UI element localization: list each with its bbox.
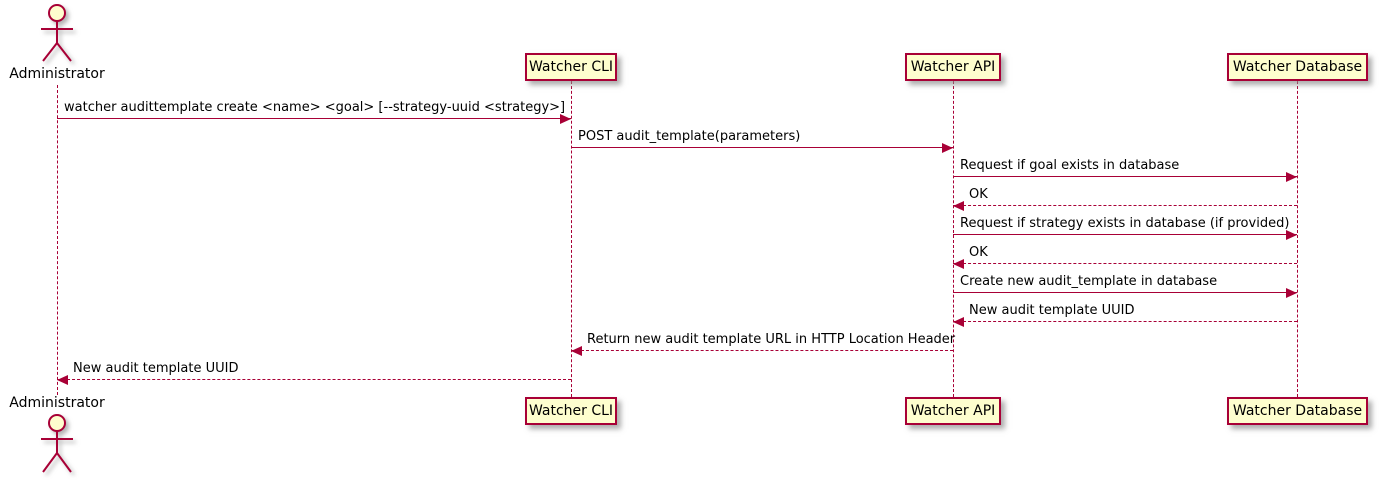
lifeline-watcher-cli — [571, 81, 572, 397]
message-line — [953, 263, 1297, 264]
participant-watcher-cli-top: Watcher CLI — [525, 53, 617, 81]
actor-label-top: Administrator — [9, 66, 105, 82]
arrowhead-icon — [953, 317, 964, 327]
message-return-url-location-header: Return new audit template URL in HTTP Lo… — [571, 332, 956, 356]
message-line — [57, 379, 571, 380]
message-line — [953, 176, 1297, 177]
arrowhead-icon — [953, 259, 964, 269]
arrowhead-icon — [1286, 230, 1297, 240]
lifeline-administrator — [57, 85, 58, 395]
message-post-audit-template: POST audit_template(parameters) — [571, 129, 953, 153]
arrowhead-icon — [1286, 172, 1297, 182]
message-line — [953, 205, 1297, 206]
message-request-strategy-exists: Request if strategy exists in database (… — [953, 216, 1297, 240]
message-line — [571, 147, 953, 148]
message-line — [571, 350, 953, 351]
arrowhead-icon — [571, 346, 582, 356]
message-new-uuid-from-db: New audit template UUID — [953, 303, 1297, 327]
message-create-audittemplate: watcher audittemplate create <name> <goa… — [57, 100, 571, 124]
message-label: POST audit_template(parameters) — [578, 129, 801, 144]
participant-watcher-api-top: Watcher API — [905, 53, 1001, 81]
arrowhead-icon — [560, 114, 571, 124]
arrowhead-icon — [942, 143, 953, 153]
message-line — [953, 292, 1297, 293]
message-label: New audit template UUID — [73, 361, 239, 376]
message-line — [953, 234, 1297, 235]
message-request-goal-exists: Request if goal exists in database — [953, 158, 1297, 182]
message-label: OK — [969, 245, 988, 260]
message-label: Create new audit_template in database — [960, 274, 1218, 289]
arrowhead-icon — [953, 201, 964, 211]
participant-watcher-database-top: Watcher Database — [1227, 53, 1368, 81]
message-goal-ok: OK — [953, 187, 1297, 211]
message-label: OK — [969, 187, 988, 202]
actor-label-bottom: Administrator — [9, 395, 105, 411]
message-label: Return new audit template URL in HTTP Lo… — [587, 332, 956, 347]
participant-watcher-database-bottom: Watcher Database — [1227, 397, 1368, 425]
participant-watcher-api-bottom: Watcher API — [905, 397, 1001, 425]
participant-watcher-cli-bottom: Watcher CLI — [525, 397, 617, 425]
lifeline-watcher-api — [953, 81, 954, 397]
message-label: Request if strategy exists in database (… — [960, 216, 1290, 231]
arrowhead-icon — [57, 375, 68, 385]
message-line — [953, 321, 1297, 322]
message-label: Request if goal exists in database — [960, 158, 1180, 173]
message-strategy-ok: OK — [953, 245, 1297, 269]
message-new-uuid-to-admin: New audit template UUID — [57, 361, 571, 385]
arrowhead-icon — [1286, 288, 1297, 298]
message-create-audit-template-db: Create new audit_template in database — [953, 274, 1297, 298]
message-line — [57, 118, 571, 119]
actor-icon — [41, 4, 73, 62]
actor-icon — [41, 414, 73, 473]
message-label: New audit template UUID — [969, 303, 1135, 318]
lifeline-watcher-database — [1297, 81, 1298, 397]
message-label: watcher audittemplate create <name> <goa… — [64, 100, 566, 115]
